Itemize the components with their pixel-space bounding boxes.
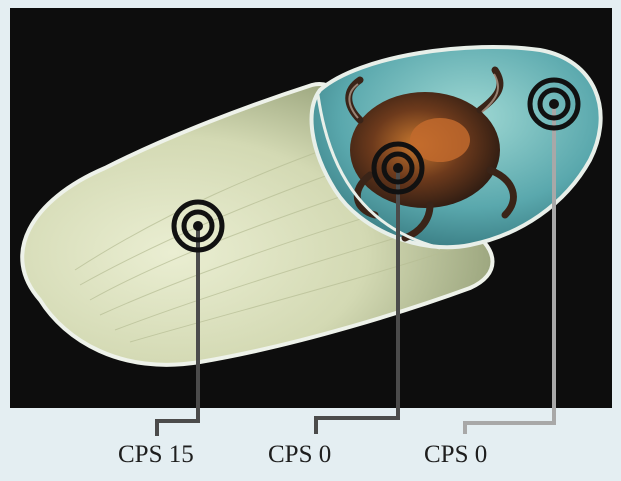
caption-left: CPS 15 [118, 441, 194, 469]
caption-middle: CPS 0 [268, 441, 331, 469]
caption-right: CPS 0 [424, 441, 487, 469]
